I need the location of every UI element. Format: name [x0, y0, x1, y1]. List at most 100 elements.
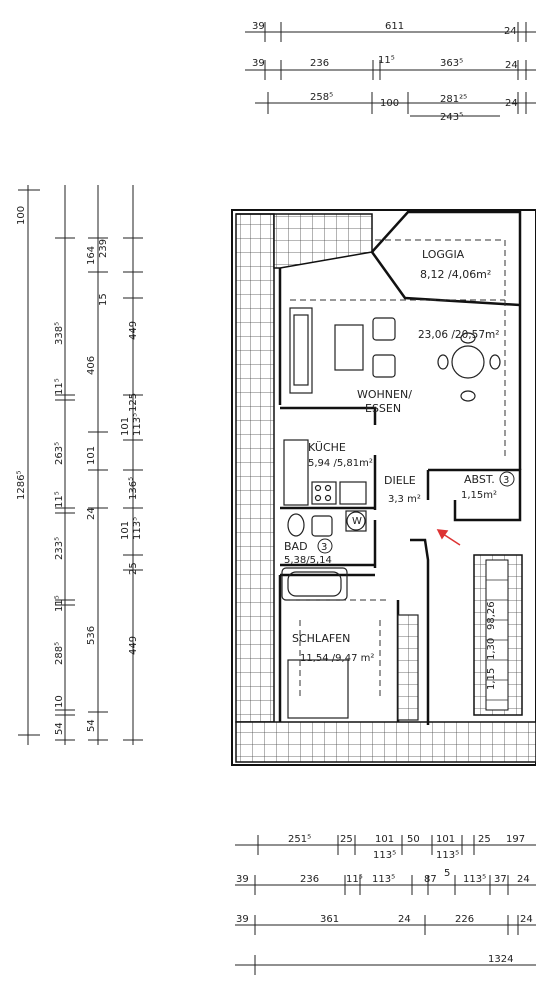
room-abst-badge: 3 [503, 475, 509, 486]
dim-top-2-e: 24 [505, 60, 518, 71]
dim-left-c6: 136⁵ [128, 477, 139, 500]
dim-bot-1-5: 101 [436, 834, 455, 845]
furniture [281, 307, 501, 721]
dim-top-2-c: 11⁵ [378, 55, 395, 66]
dim-bot-1-8: 197 [506, 834, 525, 845]
left-dimensions [18, 185, 143, 745]
dim-left-c7: 101 [120, 521, 131, 540]
stair-label-0: 1,15 [486, 668, 497, 690]
dim-bot-3-1: 361 [320, 914, 339, 925]
bed-icon [287, 659, 349, 719]
dim-top-1-a: 39 [252, 21, 265, 32]
dim-bot-1-2: 101 [375, 834, 394, 845]
dim-top-1-c: 24 [504, 26, 517, 37]
dim-top-1-b: 611 [385, 21, 404, 32]
dim-left-c8: 113⁵ [132, 517, 143, 540]
left-dimension-labels: 1286⁵ 100 338⁵ 11⁵ 263⁵ 11⁵ 233⁵ 11⁵ 288… [16, 206, 143, 735]
room-bad-badge: 3 [321, 542, 327, 553]
dim-bot-2-1: 236 [300, 874, 319, 885]
washbasin-icon [311, 515, 333, 537]
dim-top-3-e: 24 [505, 98, 518, 109]
dim-left-a6: 11⁵ [54, 595, 65, 612]
room-labels: LOGGIA 8,12 /4,06m² 23,06 /20,57m² WOHNE… [284, 248, 515, 690]
dim-bot-3-3: 226 [455, 914, 474, 925]
room-kueche-area: 5,94 /5,81m² [308, 458, 373, 469]
dim-bot-3-4: 24 [520, 914, 533, 925]
dim-left-c3: 125 [128, 393, 139, 412]
room-abst-area: 1,15m² [461, 490, 497, 501]
dim-bot-3-2: 24 [398, 914, 411, 925]
dim-left-a0: 100 [16, 206, 27, 225]
room-kueche-name: KÜCHE [308, 441, 346, 454]
dim-bot-2-2: 11⁵ [346, 874, 363, 885]
stair-treads [486, 579, 508, 701]
dim-left-a8: 10 [54, 695, 65, 708]
room-bad-name: BAD [284, 540, 308, 553]
stair-label-1: 1,30 [486, 638, 497, 660]
dim-bot-2-4: 87 [424, 874, 437, 885]
room-wohnen-name2: ESSEN [365, 402, 401, 415]
dim-bot-2-0: 39 [236, 874, 249, 885]
dim-left-a5: 233⁵ [54, 537, 65, 560]
dining-table-icon [451, 345, 485, 379]
dim-bot-2-3: 113⁵ [372, 874, 395, 885]
dim-left-b5: 54 [86, 719, 97, 732]
dim-top-3-a: 258⁵ [310, 92, 333, 103]
room-bad-area: 5,38/5,14 [284, 555, 332, 566]
dim-top-3-d: 243⁵ [440, 112, 463, 123]
dim-left-c5: 113⁵ [132, 413, 143, 436]
washing-machine-icon [346, 511, 366, 531]
room-wohnen-name1: WOHNEN/ [357, 388, 412, 401]
dim-left-total: 1286⁵ [16, 471, 27, 500]
dim-left-c2: 449 [128, 321, 139, 340]
dim-left-c1: 15 [98, 293, 109, 306]
dim-left-b0: 164 [86, 246, 97, 265]
dim-bot-2-7: 37 [494, 874, 507, 885]
dim-left-c4: 101 [120, 417, 131, 436]
toilet-icon [287, 513, 305, 537]
dim-left-a1: 338⁵ [54, 322, 65, 345]
dim-bot-1-6: 113⁵ [436, 850, 459, 861]
dim-bot-1-1: 25 [340, 834, 353, 845]
dim-bot-2-8: 24 [517, 874, 530, 885]
bottom-dimensions [235, 835, 536, 975]
dashed-lines [290, 239, 506, 700]
dim-bot-4-0: 1324 [488, 954, 513, 965]
room-abst-name: ABST. [464, 473, 495, 486]
bottom-dimension-labels: 251⁵ 25 101 113⁵ 50 101 113⁵ 25 197 39 2… [236, 834, 533, 965]
coffee-table-icon [334, 324, 364, 371]
wardrobe-icon [397, 614, 419, 721]
top-dimensions [245, 22, 536, 117]
room-schlafen-area: 11,54 /9,47 m² [300, 653, 374, 664]
dim-bot-1-4: 50 [407, 834, 420, 845]
room-loggia-name: LOGGIA [422, 248, 465, 261]
room-schlafen-name: SCHLAFEN [292, 632, 350, 645]
dim-left-c10: 449 [128, 636, 139, 655]
room-diele-name: DIELE [384, 474, 416, 487]
plan-outline [231, 209, 536, 766]
dim-bot-1-0: 251⁵ [288, 834, 311, 845]
entrance-arrow-icon [436, 529, 461, 546]
dim-left-b2: 101 [86, 446, 97, 465]
room-loggia-area: 8,12 /4,06m² [420, 268, 491, 281]
dim-left-a2: 11⁵ [54, 378, 65, 395]
dim-top-2-a: 39 [252, 58, 265, 69]
dim-left-b1: 406 [86, 356, 97, 375]
top-dimension-labels: 39 611 24 39 236 11⁵ 363⁵ 24 258⁵ 100 28… [252, 21, 518, 123]
dim-top-2-d: 363⁵ [440, 58, 463, 69]
dim-bot-2-5: 5 [444, 868, 450, 879]
dim-left-c9: 25 [128, 562, 139, 575]
stair-label-2: 98,26 [486, 601, 497, 630]
room-wohnen-area: 23,06 /20,57m² [418, 329, 499, 341]
armchair-icon [372, 317, 396, 341]
dim-left-a4: 11⁵ [54, 491, 65, 508]
dim-left-c0: 239 [98, 239, 109, 258]
dim-left-a7: 288⁵ [54, 642, 65, 665]
dim-left-b3: 24 [86, 507, 97, 520]
dim-top-3-b: 100 [380, 98, 399, 109]
dim-top-3-c: 281²⁵ [440, 94, 467, 105]
room-diele-area: 3,3 m² [388, 494, 421, 505]
dim-left-a3: 263⁵ [54, 442, 65, 465]
dim-bot-1-3: 113⁵ [373, 850, 396, 861]
